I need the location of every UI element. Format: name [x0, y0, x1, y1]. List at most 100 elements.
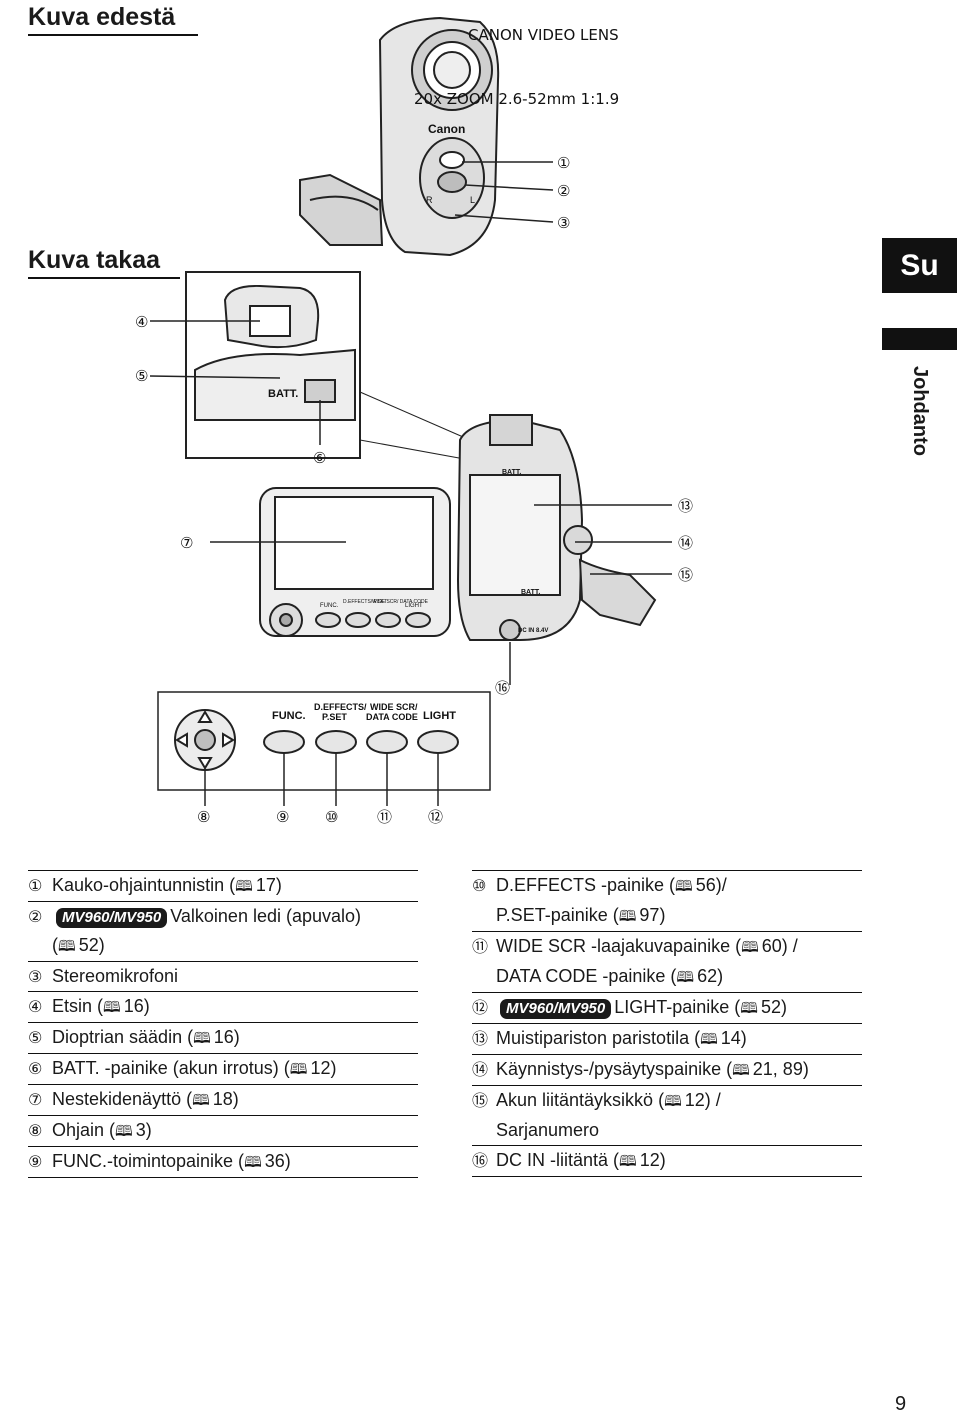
item-text: D.EFFECTS -painike ( — [496, 875, 676, 895]
item-text: Akun liitäntäyksikkö ( — [496, 1090, 665, 1110]
item-number: ⑯ — [472, 1151, 489, 1170]
item-text: Stereomikrofoni — [52, 966, 179, 986]
item-ref: 18) — [212, 1089, 239, 1109]
item-ref: 16) — [213, 1027, 240, 1047]
item-text: Valkoinen ledi (apuvalo) — [170, 906, 362, 926]
lens-ring-text: CANON VIDEO LENS — [468, 26, 619, 44]
book-icon: 🕮 — [235, 877, 253, 895]
item-number: ④ — [28, 997, 43, 1016]
rear-camcorder-drawing — [210, 414, 672, 685]
front-camcorder-drawing — [299, 16, 554, 257]
book-icon: 🕮 — [103, 998, 121, 1016]
item-number: ⑫ — [472, 998, 489, 1017]
item-number: ⑥ — [28, 1059, 43, 1078]
batt-label-small: BATT. — [502, 469, 521, 476]
item-ref: 60) / — [761, 936, 798, 956]
camcorder-illustration: CANON VIDEO LENS 20x ZOOM 2.6-52mm 1:1.9… — [135, 16, 693, 826]
item-number: ⑤ — [28, 1028, 43, 1047]
item-number: ⑨ — [28, 1152, 43, 1171]
callout-15: ⑮ — [678, 566, 693, 584]
book-icon: 🕮 — [619, 1152, 637, 1170]
item-ref: 21, 89) — [752, 1059, 809, 1079]
deffects-button-label-2: P.SET — [322, 712, 347, 722]
callout-13: ⑬ — [678, 497, 693, 515]
book-icon: 🕮 — [115, 1122, 133, 1140]
item-text: Käynnistys-/pysäytyspainike ( — [496, 1059, 733, 1079]
item-ref: 17) — [255, 875, 282, 895]
dcin-label: DC IN 8.4V — [518, 628, 548, 634]
legend-item: ⑤ Dioptrian säädin (🕮16) — [28, 1022, 418, 1053]
callout-9: ⑨ — [276, 808, 289, 826]
deffects-button-label-1: D.EFFECTS/ — [314, 702, 367, 712]
func-button-label: FUNC. — [272, 710, 306, 722]
item-text: Nestekidenäyttö ( — [52, 1089, 193, 1109]
lcd-deffects-label: D.EFFECTS/ P.SET — [343, 599, 387, 605]
button-panel-detail — [157, 691, 491, 806]
legend-item: ① Kauko-ohjaintunnistin (🕮17) — [28, 870, 418, 901]
batt-label-battery: BATT. — [521, 589, 540, 596]
item-text: FUNC.-toimintopainike ( — [52, 1151, 245, 1171]
legend-item: ③ Stereomikrofoni — [28, 961, 418, 991]
legend-item: ⑮ Akun liitäntäyksikkö (🕮12) / Sarjanumer… — [472, 1085, 862, 1145]
item-number: ⑬ — [472, 1029, 489, 1048]
book-icon: 🕮 — [193, 1029, 211, 1047]
item-ref: 97) — [639, 905, 666, 925]
item-number: ① — [28, 876, 43, 895]
callout-5: ⑤ — [135, 367, 148, 385]
item-ref: 12) / — [684, 1090, 721, 1110]
book-icon: 🕮 — [700, 1030, 718, 1048]
lcd-func-label: FUNC. — [320, 603, 339, 609]
item-number: ⑮ — [472, 1091, 489, 1110]
callout-6: ⑥ — [313, 449, 326, 467]
item-text-cont: P.SET-painike ( — [496, 905, 619, 925]
item-text-cont: Sarjanumero — [496, 1120, 600, 1140]
legend-item: ⑦ Nestekidenäyttö (🕮18) — [28, 1084, 418, 1115]
item-ref: 56)/ — [695, 875, 727, 895]
book-icon: 🕮 — [192, 1091, 210, 1109]
item-text-cont: DATA CODE -painike ( — [496, 966, 677, 986]
book-icon: 🕮 — [741, 938, 759, 956]
widescr-button-label-2: DATA CODE — [366, 712, 418, 722]
legend-item: ⑭ Käynnistys-/pysäytyspainike (🕮21, 89) — [472, 1054, 862, 1085]
book-icon: 🕮 — [740, 999, 758, 1017]
item-ref: 3) — [135, 1120, 152, 1140]
item-text: BATT. -painike (akun irrotus) ( — [52, 1058, 290, 1078]
batt-label-eyepiece: BATT. — [268, 388, 298, 400]
item-ref: 52) — [78, 935, 105, 955]
book-icon: 🕮 — [664, 1092, 682, 1110]
item-text-cont: ( — [52, 935, 58, 955]
item-number: ③ — [28, 967, 43, 986]
callout-1: ① — [557, 154, 570, 172]
item-number: ⑦ — [28, 1090, 43, 1109]
eyepiece-detail — [149, 271, 471, 461]
callout-12: ⑫ — [428, 808, 443, 826]
item-ref: 14) — [720, 1028, 747, 1048]
item-text: Dioptrian säädin ( — [52, 1027, 194, 1047]
item-ref: 12) — [639, 1150, 666, 1170]
front-view-heading: Kuva edestä — [28, 2, 198, 36]
lcd-widescr-label: WIDE SCR/ DATA CODE — [372, 599, 429, 605]
item-text: LIGHT-painike ( — [614, 997, 741, 1017]
lcd-light-label: LIGHT — [405, 603, 423, 609]
item-number: ⑭ — [472, 1060, 489, 1079]
book-icon: 🕮 — [58, 937, 76, 955]
item-ref: 36) — [264, 1151, 291, 1171]
item-text: Etsin ( — [52, 996, 104, 1016]
book-icon: 🕮 — [618, 907, 637, 925]
model-badge: MV960/MV950 — [500, 999, 612, 1019]
language-tab: Su — [882, 238, 957, 293]
mic-l-label: L — [470, 195, 475, 205]
callout-3: ③ — [557, 214, 570, 232]
page-number: 9 — [895, 1393, 907, 1415]
book-icon: 🕮 — [732, 1061, 750, 1079]
model-badge: MV960/MV950 — [56, 908, 168, 928]
item-text: Kauko-ohjaintunnistin ( — [52, 875, 236, 895]
item-number: ⑪ — [472, 937, 489, 956]
callout-11: ⑪ — [377, 808, 392, 826]
